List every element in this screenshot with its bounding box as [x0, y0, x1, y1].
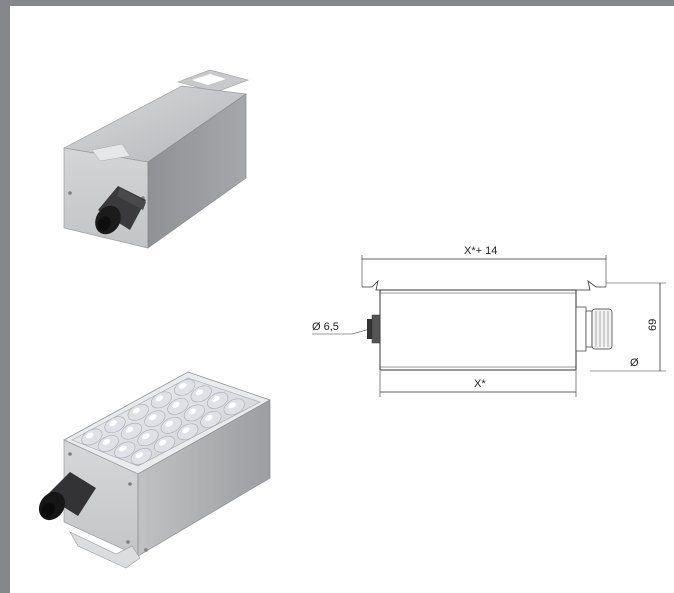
led-lens-highlight	[155, 395, 164, 402]
cable-gland	[95, 186, 146, 235]
led-lens-highlight	[195, 389, 203, 396]
led-lens-highlight	[102, 439, 111, 445]
led-lens-highlight	[178, 383, 187, 389]
led-lens-highlight	[135, 452, 144, 458]
cable-gland	[38, 472, 96, 521]
led-lens-highlight	[182, 427, 190, 434]
led-lens-highlight	[149, 414, 157, 421]
product-render-closed-housing	[50, 60, 290, 260]
cable-gland-outline	[575, 306, 613, 352]
led-lens-highlight	[109, 420, 117, 427]
technical-dimension-drawing: X*+ 14 Ø 6,5 69 Ø	[300, 235, 674, 405]
led-lens-highlight	[132, 407, 141, 414]
dimension-top-label: X*+ 14	[464, 245, 497, 257]
housing-body-outline	[379, 289, 577, 371]
led-lens-highlight	[119, 445, 127, 452]
led-lens-highlight	[125, 426, 134, 433]
dimension-bottom-label: X*	[474, 378, 486, 390]
led-lens-highlight	[211, 396, 220, 402]
led-lens-highlight	[172, 402, 180, 408]
led-lens-highlight	[158, 439, 167, 446]
product-render-led-housing	[30, 360, 280, 570]
top-border-bar	[0, 0, 674, 6]
dimension-diameter-label: Ø	[630, 357, 639, 369]
dimension-height-label: 69	[647, 319, 659, 331]
led-lens-highlight	[165, 420, 174, 427]
led-lens-highlight	[86, 432, 94, 439]
left-border-bar	[0, 0, 10, 593]
led-lens-highlight	[142, 433, 150, 440]
led-lens-highlight	[205, 415, 213, 421]
housing-side-face	[147, 93, 247, 249]
dimension-cable-label: Ø 6,5	[312, 321, 339, 333]
led-lens-highlight	[188, 408, 197, 415]
led-lens-highlight	[228, 402, 236, 409]
led-lens-array	[81, 379, 245, 465]
